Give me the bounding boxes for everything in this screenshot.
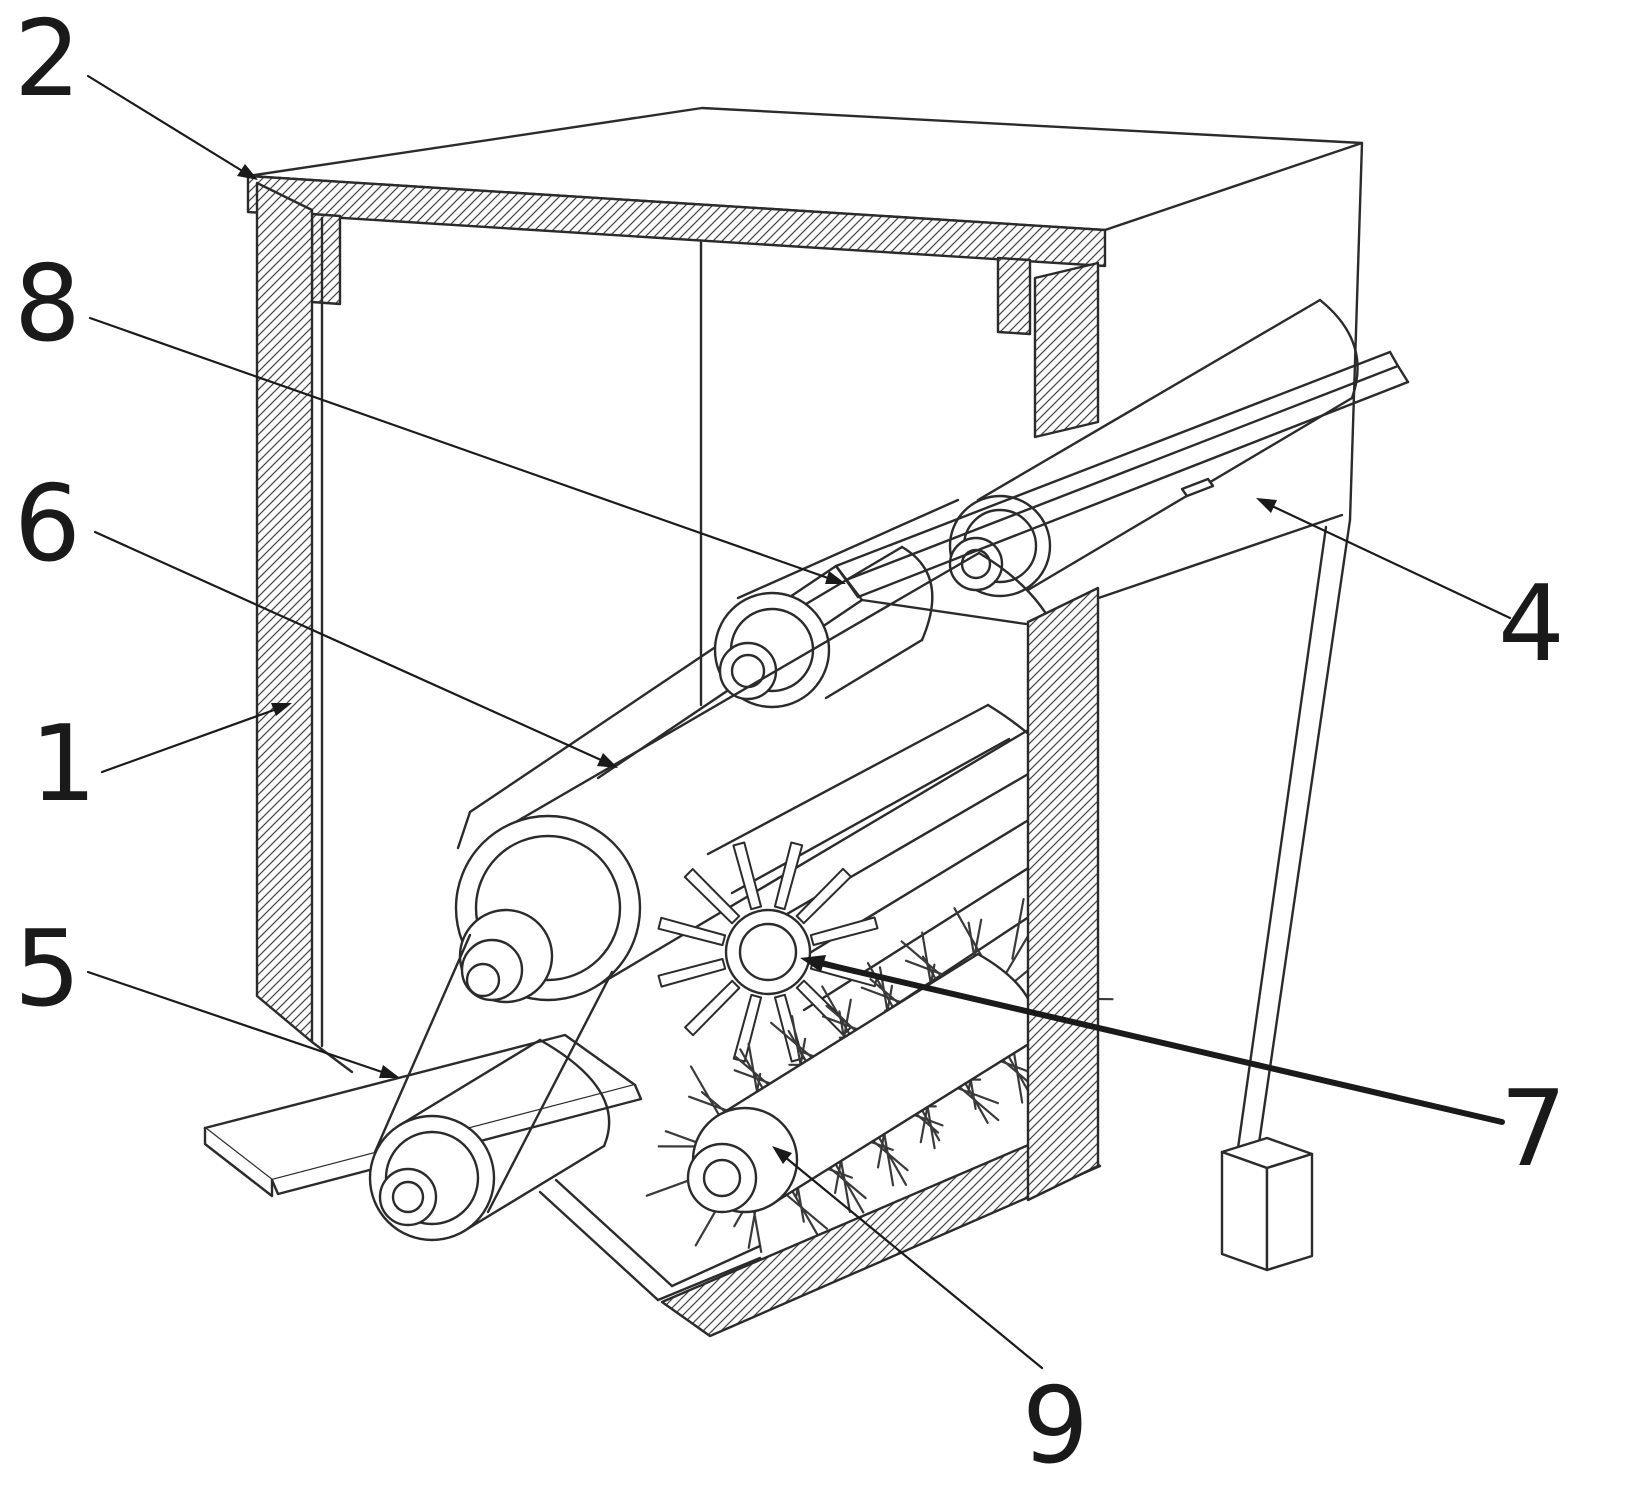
label-1: 1 — [30, 703, 97, 825]
lower-belt — [373, 933, 614, 1214]
fin-blade — [684, 979, 741, 1037]
fin-blade — [683, 868, 741, 925]
chute-left-thickness — [203, 1126, 274, 1198]
bristle — [1011, 897, 1025, 960]
drum-bottom-edge — [593, 705, 1069, 989]
leader-line-5 — [86, 970, 384, 1074]
left-frame-column — [255, 181, 314, 1044]
belt-roller-bottom-edge — [824, 638, 924, 700]
leader-arrow-4 — [1256, 498, 1277, 513]
feed-roller-top-edge — [976, 298, 1322, 502]
trough-left-outer — [538, 1190, 660, 1302]
leader-arrow-7 — [800, 955, 826, 972]
left-inner-corner-piece — [310, 212, 342, 306]
right-leg-inner — [1236, 525, 1328, 1150]
fin-blade — [795, 867, 852, 925]
left-column-foot-edge — [310, 1040, 354, 1074]
leader-line-1 — [100, 708, 276, 774]
leader-line-9 — [783, 1155, 1044, 1370]
lower-belt-left-run — [373, 933, 472, 1154]
belt-top-run — [736, 498, 960, 600]
right-foot-block — [1220, 1136, 1314, 1272]
label-4: 4 — [1498, 563, 1565, 685]
ramp-edge-2 — [844, 364, 1400, 582]
upper-belt-roller — [713, 498, 960, 709]
foot-right-face — [1265, 1152, 1314, 1272]
ramp-edge-1 — [834, 350, 1392, 568]
ramp-edge-3 — [856, 380, 1410, 599]
plate-right-edge — [860, 598, 1028, 626]
drum-top-edge — [512, 551, 981, 825]
trough-right-inner — [670, 1244, 762, 1288]
label-7: 7 — [1500, 1068, 1567, 1190]
leader-line-6 — [93, 530, 603, 762]
plate-left-end — [456, 810, 472, 850]
belt-roller-far-end — [900, 545, 934, 642]
upper-feed-roller — [948, 298, 1359, 598]
fin-slat-3 — [778, 805, 1052, 973]
leader-arrow-9 — [772, 1146, 792, 1164]
finned-roller-fins — [657, 841, 879, 1063]
trough-right-outer — [656, 1256, 762, 1302]
right-panel-wall — [1026, 586, 1100, 1202]
chute-roller-far-end — [538, 1038, 611, 1148]
foot-front-face — [1220, 1150, 1269, 1272]
leader-line-8 — [88, 316, 830, 580]
label-5: 5 — [14, 908, 81, 1030]
fin-slat-4 — [802, 839, 1073, 1012]
leader-line-7 — [817, 960, 1505, 1125]
right-top-column — [1033, 261, 1100, 439]
fin-blade — [773, 841, 804, 911]
chute-roller-bottom-edge — [462, 1144, 606, 1233]
leader-arrow-1 — [271, 703, 292, 716]
leader-line-2 — [86, 74, 246, 174]
finned-roller-shaft — [738, 922, 798, 982]
belt-roller-top-edge — [804, 545, 904, 606]
chute-roller-top-edge — [398, 1038, 542, 1127]
label-9: 9 — [1022, 1365, 1089, 1487]
leader-arrow-2 — [237, 164, 258, 180]
main-drum-roller — [454, 551, 1070, 1004]
belt-roller-shaft — [730, 653, 766, 689]
fin-blade — [657, 916, 727, 947]
fin-blade — [809, 916, 879, 946]
drum-shaft — [465, 962, 501, 998]
annotations: 2 8 6 1 5 4 7 9 — [14, 0, 1567, 1487]
label-6: 6 — [14, 463, 81, 585]
fin-slat-1 — [730, 737, 1011, 895]
finned-roller-top-edge — [706, 703, 990, 856]
top-notch-piece — [996, 256, 1032, 336]
lower-belt-right-run — [486, 970, 614, 1214]
right-outer-edge — [1348, 141, 1364, 522]
trough-left-inner — [554, 1178, 674, 1288]
plate-corner-edge — [834, 564, 864, 602]
ramp-stop-tab — [1180, 477, 1215, 498]
fin-slat-2 — [754, 771, 1032, 934]
fin-blade — [732, 841, 762, 911]
ramp-tip-closure — [1388, 350, 1410, 384]
fin-blade — [732, 993, 763, 1063]
label-2: 2 — [14, 0, 81, 120]
chute-roller-shaft — [391, 1180, 425, 1214]
leader-arrow-8 — [825, 571, 846, 584]
leader-arrow-5 — [379, 1065, 400, 1078]
table-top-panel — [246, 174, 1107, 268]
machine-frame — [246, 106, 1364, 1272]
right-leg-outer — [1256, 518, 1352, 1152]
chute-roller — [368, 1038, 611, 1242]
right-side-panel — [1026, 586, 1100, 1202]
feed-roller-far-end — [1318, 298, 1359, 400]
brush-roller-shaft — [702, 1158, 742, 1198]
finned-roller — [657, 703, 1094, 1063]
leader-arrow-6 — [597, 753, 618, 768]
fin-blade — [657, 958, 727, 988]
leader-line-4 — [1270, 504, 1512, 620]
label-8: 8 — [14, 243, 81, 365]
feed-guide-ramp — [834, 350, 1410, 599]
